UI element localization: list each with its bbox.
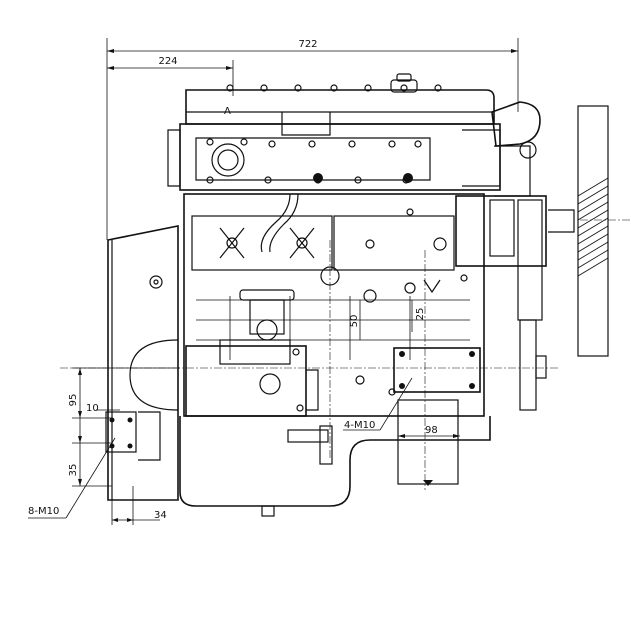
dim-224-label: 224 bbox=[158, 56, 177, 67]
dimension-lines bbox=[28, 38, 519, 525]
dim-35-label: 35 bbox=[68, 464, 79, 477]
dim-10-label: 10 bbox=[86, 403, 99, 414]
flywheel-housing bbox=[105, 225, 179, 501]
dim-50-label: 50 bbox=[349, 315, 360, 328]
dim-25-label: 25 bbox=[415, 308, 426, 321]
mounting-bracket bbox=[393, 347, 481, 486]
starter-motor bbox=[185, 339, 319, 417]
dim-34-label: 34 bbox=[154, 510, 167, 521]
bolt-8m10-label: 8-M10 bbox=[28, 506, 59, 517]
bolt-4m10-label: 4-M10 bbox=[344, 420, 375, 431]
dimension-texts: 722 224 A 50 25 95 10 35 34 98 4-M10 8-M… bbox=[28, 39, 438, 521]
front-accessories bbox=[455, 101, 609, 411]
dim-722-label: 722 bbox=[298, 39, 317, 50]
oil-pan bbox=[179, 416, 491, 517]
valve-cover bbox=[185, 73, 495, 136]
center-lines bbox=[60, 219, 631, 490]
engine-block bbox=[183, 193, 485, 417]
dim-98-label: 98 bbox=[425, 425, 438, 436]
dim-95-label: 95 bbox=[68, 394, 79, 407]
cylinder-head bbox=[167, 123, 501, 191]
